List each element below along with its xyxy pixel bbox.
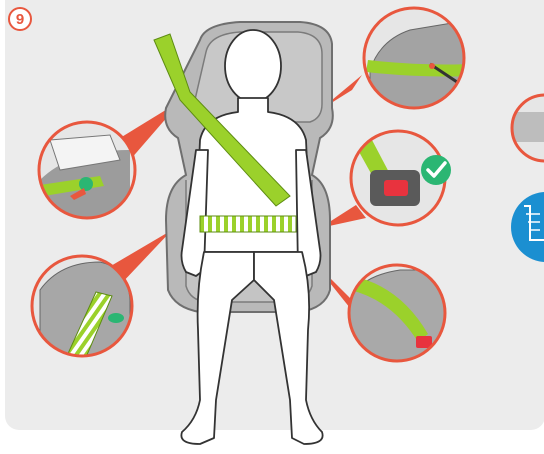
next-step-detail-icon: [510, 95, 544, 161]
buckle-latch-detail-icon: [349, 265, 446, 361]
info-seat-icon: [511, 192, 544, 262]
checkmark-icon: [421, 155, 451, 185]
step-number-badge: 9: [8, 7, 32, 31]
belt-guide-detail-icon: [39, 122, 135, 230]
lap-belt-detail-icon: [32, 256, 132, 362]
head: [225, 30, 281, 102]
lap-belt: [200, 216, 296, 232]
belt-anchor-detail-icon: [364, 8, 470, 120]
